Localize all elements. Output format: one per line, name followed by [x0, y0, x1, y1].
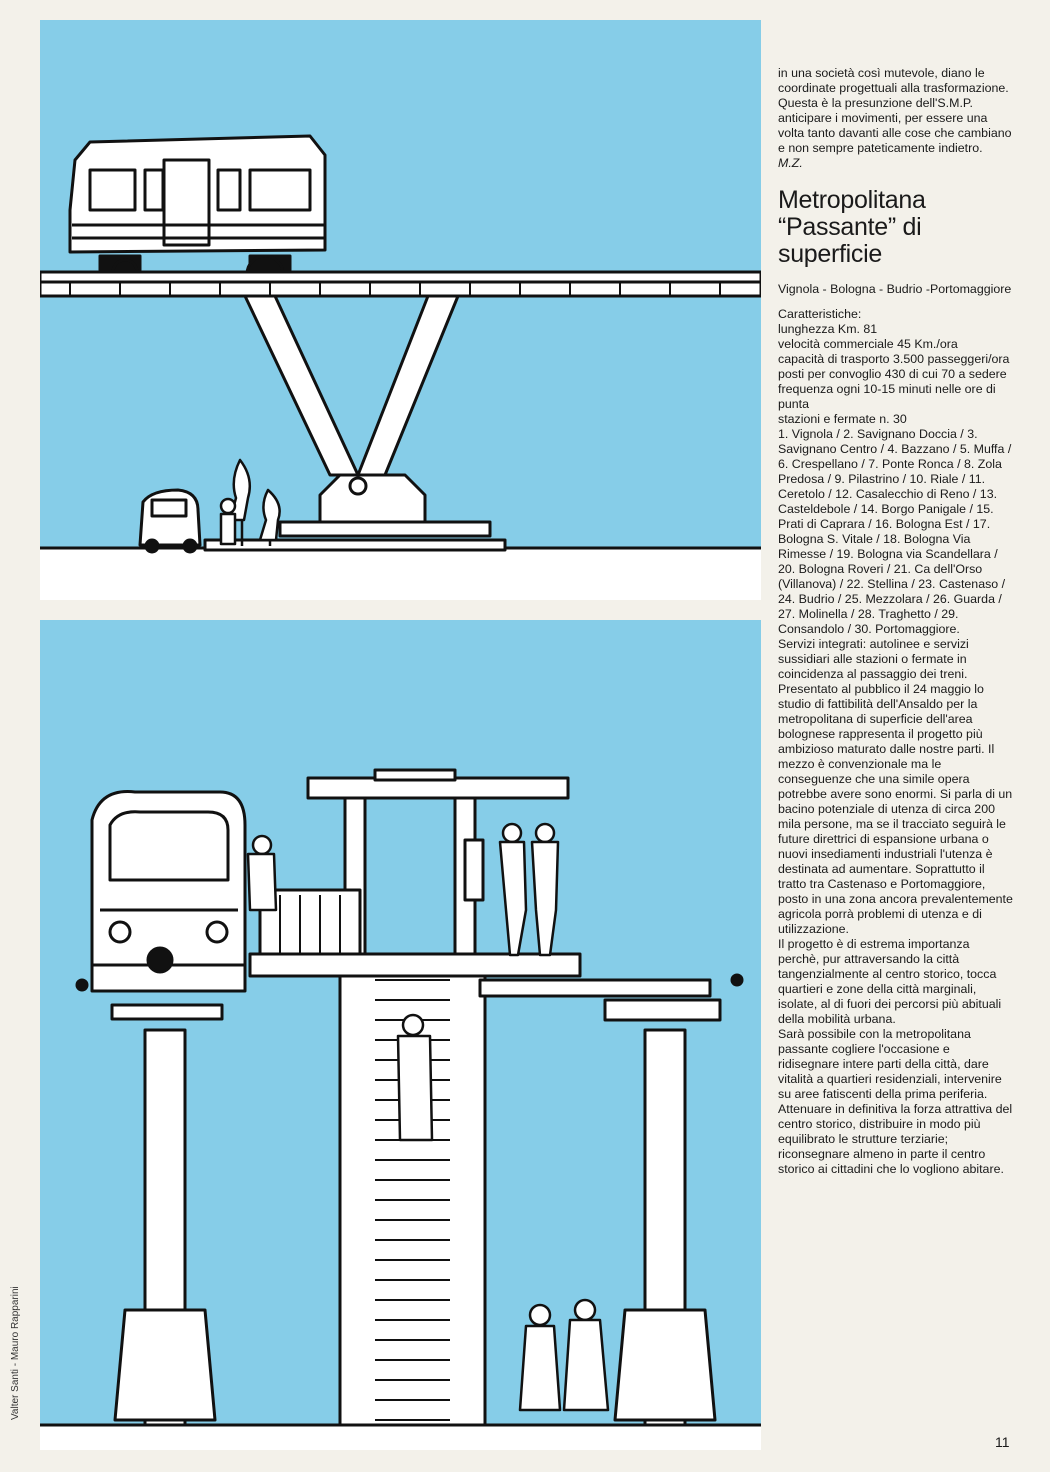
- feature-item: posti per convoglio 430 di cui 70 a sede…: [778, 367, 1007, 381]
- feature-item: frequenza ogni 10-15 minuti nelle ore di…: [778, 382, 996, 411]
- body-paragraph: Presentato al pubblico il 24 maggio lo s…: [778, 682, 1013, 936]
- body-paragraph: Sarà possibile con la metropolitana pass…: [778, 1027, 1013, 1176]
- page-number: 11: [995, 1434, 1010, 1450]
- route-line: Vignola - Bologna - Budrio -Portomaggior…: [778, 282, 1012, 296]
- body-paragraph: Il progetto è di estrema importanza perc…: [778, 937, 1002, 1026]
- feature-item: stazioni e fermate n. 30: [778, 412, 907, 426]
- pylon-base: [278, 520, 492, 538]
- v-pylon-left: [243, 294, 360, 477]
- stations-list: 1. Vignola / 2. Savignano Doccia / 3. Sa…: [778, 427, 1012, 636]
- passengers: [246, 822, 610, 1412]
- author-signature: M.Z.: [778, 156, 803, 170]
- illustration-elevated-viaduct: [40, 20, 761, 600]
- article-heading: Metropolitana “Passante” di superficie: [778, 186, 926, 268]
- illustration-credit: Valter Santi - Mauro Rapparini: [10, 1286, 21, 1420]
- viaduct-drawing: [40, 134, 761, 600]
- ground-bottom: [40, 1423, 761, 1450]
- article-column: in una società così mutevole, diano le c…: [778, 66, 1013, 1177]
- illustration-station-section: [40, 620, 761, 1450]
- right-platform: [478, 978, 712, 998]
- v-pylon-right: [356, 294, 460, 477]
- stair-treads: [375, 979, 450, 1421]
- ground: [40, 546, 761, 600]
- station-drawing: [40, 768, 761, 1450]
- tram-car: [68, 134, 327, 294]
- pedestrians-and-trees: [219, 458, 281, 546]
- feature-item: lunghezza Km. 81: [778, 322, 878, 336]
- feature-item: capacità di trasporto 3.500 passeggeri/o…: [778, 352, 1010, 366]
- upper-platform: [248, 952, 582, 978]
- small-car: [138, 488, 202, 554]
- body-paragraph: Servizi integrati: autolinee e servizi s…: [778, 637, 969, 681]
- feature-item: velocità commerciale 45 Km./ora: [778, 337, 958, 351]
- intro-paragraph: in una società così mutevole, diano le c…: [778, 66, 1012, 155]
- tram-front: [75, 790, 247, 1021]
- features-label: Caratteristiche:: [778, 307, 862, 321]
